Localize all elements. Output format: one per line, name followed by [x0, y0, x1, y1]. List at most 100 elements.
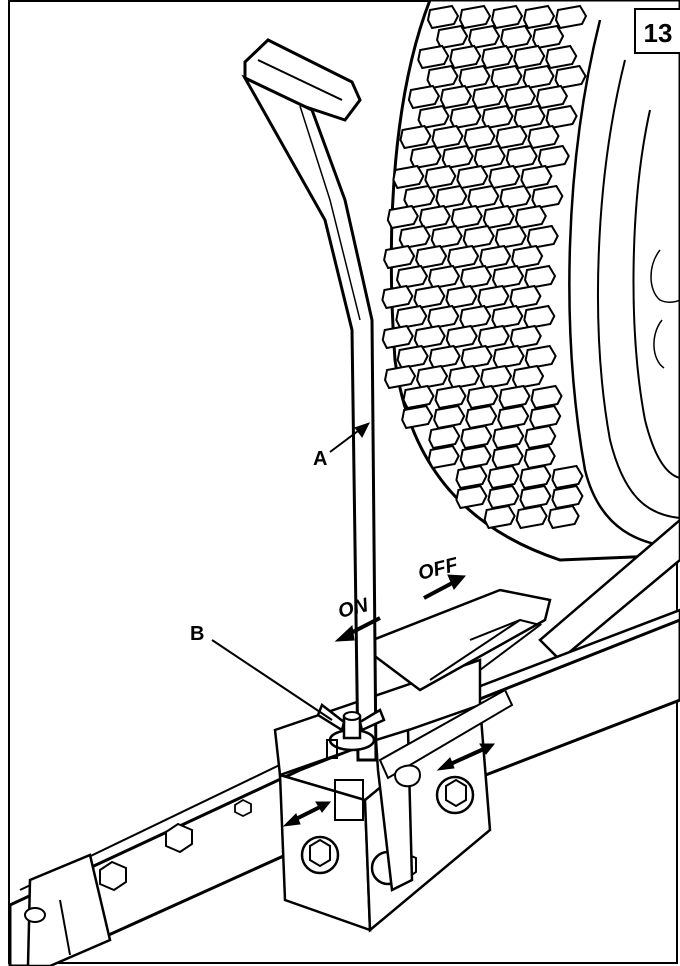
tread-block — [466, 384, 499, 410]
tread-block — [439, 84, 473, 110]
tread-block — [530, 384, 563, 410]
tread-block — [407, 84, 441, 110]
tread-block — [522, 64, 555, 90]
tread-block — [415, 364, 449, 390]
tread-block — [409, 144, 442, 170]
tread-block — [499, 184, 532, 210]
tread-block — [417, 104, 450, 130]
tread-block — [413, 284, 446, 310]
tread-block — [500, 24, 533, 50]
tread-block — [511, 244, 544, 270]
tread-block — [424, 164, 457, 190]
tread-block — [481, 104, 514, 130]
tread-block — [456, 164, 489, 190]
brake-lever — [241, 38, 514, 892]
tread-block — [477, 284, 510, 310]
tread-block — [447, 244, 480, 270]
tread-block — [459, 304, 492, 330]
tread-block — [392, 164, 425, 190]
tread-block — [458, 64, 491, 90]
tire — [381, 0, 680, 562]
tread-block — [529, 404, 562, 430]
tread-block — [527, 124, 560, 150]
direction-arrows — [334, 574, 467, 642]
tread-block — [449, 104, 482, 130]
tread-block — [436, 24, 469, 50]
tread-block — [491, 264, 525, 290]
tread-block — [520, 164, 553, 190]
tread-block — [413, 324, 446, 350]
tread-block — [465, 404, 498, 430]
tread-block — [498, 384, 531, 410]
tread-block — [467, 184, 500, 210]
tread-block — [428, 344, 461, 370]
tread-block — [428, 424, 461, 450]
tread-block — [505, 144, 538, 170]
tread-block — [495, 124, 528, 150]
tread-block — [492, 424, 525, 450]
tread-block — [490, 4, 524, 30]
tread-block — [492, 344, 525, 370]
tread-block — [455, 484, 488, 510]
tread-block — [460, 424, 493, 450]
tread-block — [459, 264, 493, 290]
tread-block — [526, 224, 559, 250]
tread-block — [554, 64, 587, 90]
tread-block — [455, 464, 488, 490]
tread-block — [426, 4, 460, 30]
tread-block — [547, 504, 580, 530]
tread-block — [386, 204, 419, 230]
tread-block — [435, 184, 468, 210]
tread-block — [497, 404, 530, 430]
tread-block — [401, 404, 434, 430]
tread-block — [445, 324, 478, 350]
tread-block — [403, 184, 436, 210]
tread-block — [395, 304, 428, 330]
tread-block — [513, 104, 546, 130]
tread-block — [488, 164, 521, 190]
tread-block — [545, 104, 578, 130]
tread-block — [427, 444, 460, 470]
tread-block — [494, 224, 527, 250]
tread-block — [479, 364, 513, 390]
tread-block — [523, 264, 557, 290]
tread-block — [462, 224, 495, 250]
callout-a: A — [313, 448, 327, 470]
leader-lines — [211, 422, 370, 721]
tread-block — [519, 484, 552, 510]
tread-block — [479, 244, 512, 270]
tread-block — [463, 124, 496, 150]
tread-block — [459, 444, 492, 470]
tread-block — [396, 344, 429, 370]
tread-block — [522, 4, 556, 30]
tread-block — [487, 484, 520, 510]
tread-block — [532, 24, 565, 50]
tread-block — [445, 284, 478, 310]
tread-block — [427, 264, 461, 290]
tread-block — [551, 484, 584, 510]
tread-block — [415, 244, 448, 270]
adjust-arrows — [282, 743, 496, 827]
tread-block — [554, 4, 588, 30]
tread-block — [535, 84, 569, 110]
tread-block — [468, 24, 501, 50]
tread-block — [450, 204, 483, 230]
tread-block — [433, 404, 466, 430]
tread-block — [524, 344, 557, 370]
tread-block — [381, 284, 414, 310]
tread-block — [458, 4, 492, 30]
tread-block — [519, 464, 552, 490]
tread-block — [487, 464, 520, 490]
tread-block — [449, 44, 482, 70]
tread-block — [482, 204, 515, 230]
tread-block — [434, 384, 467, 410]
tread-block — [427, 304, 460, 330]
wing-nut — [316, 702, 386, 759]
tread-block — [491, 444, 524, 470]
tread-block — [514, 204, 547, 230]
tread-block — [509, 324, 542, 350]
tread-block — [483, 504, 516, 530]
tread-block — [383, 244, 416, 270]
